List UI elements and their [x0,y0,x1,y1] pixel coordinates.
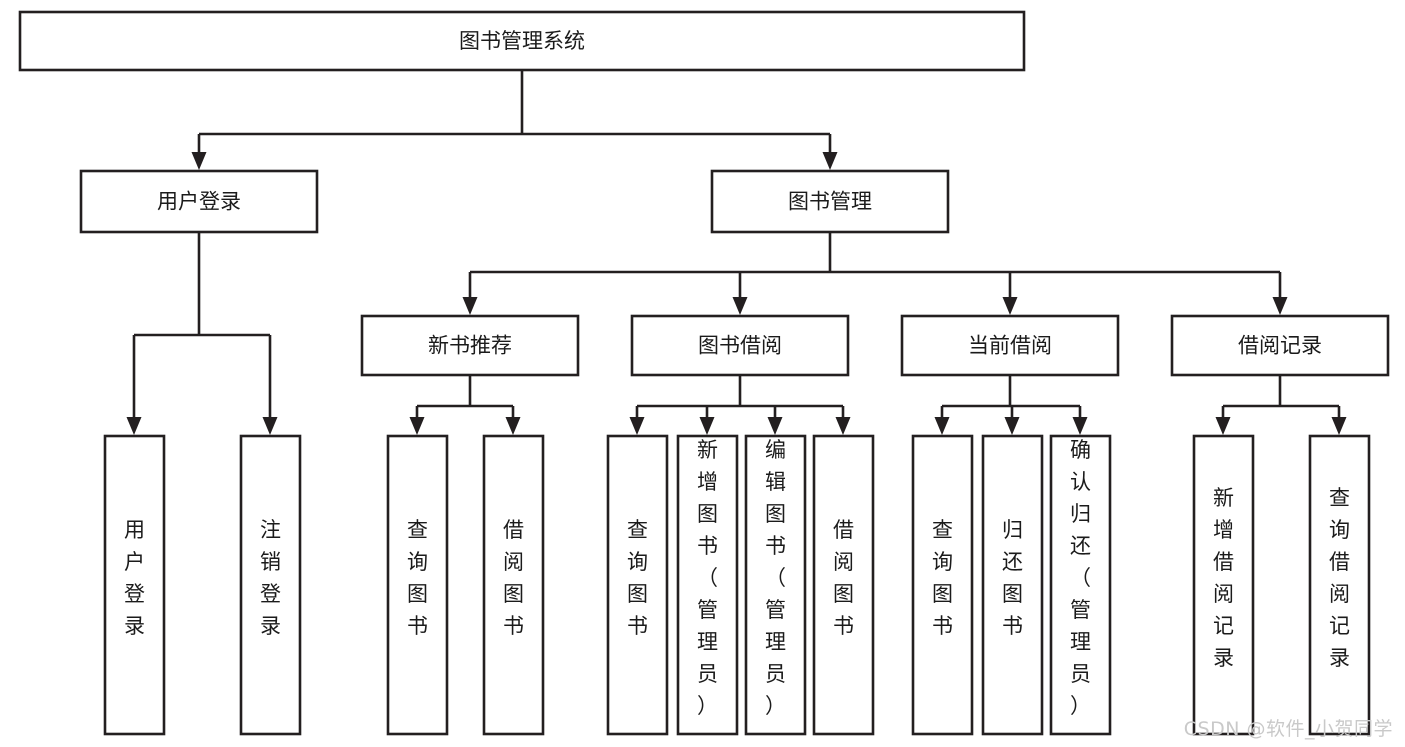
node-label: 查询图书 [627,518,648,638]
node-label: 查询图书 [932,518,953,638]
node-label: 新增图书（管理员） [697,438,718,718]
nodes-layer: 图书管理系统用户登录图书管理新书推荐图书借阅当前借阅借阅记录用户登录注销登录查询… [18,10,1390,736]
node-borrow-record[interactable]: 借阅记录 [1170,314,1390,377]
node-user-login[interactable]: 用户登录 [79,169,319,234]
node-label: 图书管理 [788,190,872,214]
node-label: 新书推荐 [428,334,512,358]
node-leaf-return-book[interactable]: 归还图书 [981,434,1044,736]
connectors-layer [126,70,1347,435]
node-label: 新增借阅记录 [1213,486,1234,670]
conn-userlogin-to-leaves [126,232,278,435]
node-leaf-add-book-admin[interactable]: 新增图书（管理员） [676,434,739,736]
conn-borrow-to-leaves [629,375,851,435]
node-label: 借阅图书 [833,518,854,638]
node-label: 当前借阅 [968,334,1052,358]
node-label: 用户登录 [124,518,145,638]
node-label: 用户登录 [157,190,241,214]
node-leaf-borrow-book-recommend[interactable]: 借阅图书 [482,434,545,736]
node-label: 借阅记录 [1238,334,1322,358]
node-label: 图书借阅 [698,334,782,358]
conn-recommend-to-leaves [409,375,521,435]
conn-root-to-level2 [191,70,838,170]
node-label: 查询借阅记录 [1329,486,1350,670]
node-leaf-query-book-recommend[interactable]: 查询图书 [386,434,449,736]
conn-current-to-leaves [934,375,1088,435]
node-leaf-borrow-book[interactable]: 借阅图书 [812,434,875,736]
node-label: 编辑图书（管理员） [765,438,786,718]
node-leaf-query-book-borrow[interactable]: 查询图书 [606,434,669,736]
node-label: 借阅图书 [503,518,524,638]
conn-bookmanage-to-level3 [462,232,1288,315]
node-label: 图书管理系统 [459,29,585,53]
node-label: 归还图书 [1002,518,1023,638]
node-leaf-edit-book-admin[interactable]: 编辑图书（管理员） [744,434,807,736]
node-label: 注销登录 [260,518,281,638]
node-leaf-add-borrow-record[interactable]: 新增借阅记录 [1192,434,1255,736]
node-label: 确认归还（管理员） [1070,438,1091,718]
node-root[interactable]: 图书管理系统 [18,10,1026,72]
node-current-borrow[interactable]: 当前借阅 [900,314,1120,377]
node-label: 查询图书 [407,518,428,638]
node-new-book-recommend[interactable]: 新书推荐 [360,314,580,377]
node-book-manage[interactable]: 图书管理 [710,169,950,234]
conn-record-to-leaves [1215,375,1347,435]
node-leaf-confirm-return-admin[interactable]: 确认归还（管理员） [1049,434,1112,736]
node-leaf-query-book-current[interactable]: 查询图书 [911,434,974,736]
node-leaf-logout-login[interactable]: 注销登录 [239,434,302,736]
node-leaf-query-borrow-record[interactable]: 查询借阅记录 [1308,434,1371,736]
node-book-borrow[interactable]: 图书借阅 [630,314,850,377]
node-leaf-user-login[interactable]: 用户登录 [103,434,166,736]
